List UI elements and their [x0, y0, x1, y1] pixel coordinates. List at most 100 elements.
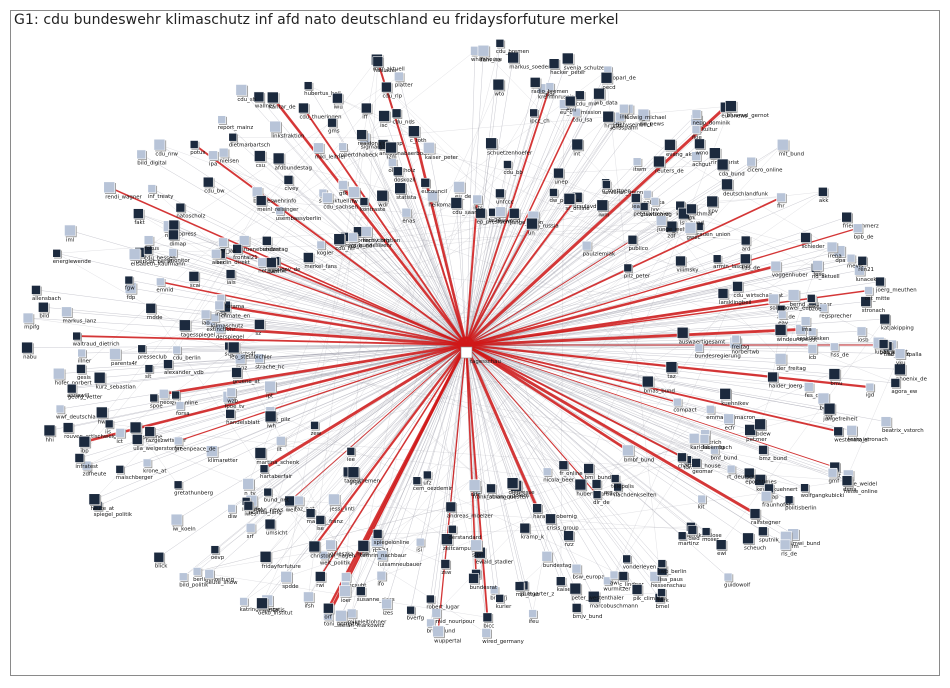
graph-node[interactable]: bild: [38, 301, 50, 320]
graph-node[interactable]: hacker_peter: [548, 58, 586, 77]
graph-node[interactable]: iis: [104, 419, 115, 436]
graph-node[interactable]: geomar: [691, 458, 714, 475]
graph-node[interactable]: alexander_vdb: [163, 359, 205, 377]
graph-node[interactable]: bundesregierung: [694, 343, 741, 360]
graph-node[interactable]: derspiegel: [215, 323, 244, 341]
graph-node[interactable]: fes_de: [803, 382, 823, 399]
graph-node[interactable]: junge_union: [508, 207, 543, 226]
graph-node[interactable]: bpb_de: [852, 223, 874, 241]
graph-node[interactable]: cdu_bw: [202, 176, 225, 195]
graph-node[interactable]: igd: [865, 382, 876, 399]
graph-node[interactable]: mpi_met: [514, 581, 539, 599]
graph-node[interactable]: markus_lanz: [61, 306, 97, 325]
graph-node[interactable]: eu_de: [453, 181, 472, 200]
graph-node[interactable]: gruenebundestag: [238, 235, 288, 254]
graph-node[interactable]: imf: [619, 103, 630, 121]
graph-node[interactable]: linksfraktion: [269, 120, 305, 140]
graph-node[interactable]: kevin_kuehnert: [754, 474, 798, 493]
graph-node[interactable]: iwks: [806, 294, 819, 310]
graph-node[interactable]: fgw: [124, 275, 135, 292]
graph-node[interactable]: compact: [673, 397, 697, 414]
graph-node[interactable]: wb_data: [593, 87, 618, 107]
graph-node[interactable]: oecd: [600, 71, 616, 91]
graph-node[interactable]: agnieszka_mdb: [325, 539, 369, 558]
graph-node[interactable]: civey: [283, 175, 299, 192]
graph-node[interactable]: iiss_org: [591, 479, 613, 496]
graph-node[interactable]: nabu: [21, 341, 37, 361]
graph-node[interactable]: sit: [144, 364, 155, 381]
graph-node[interactable]: hsfk: [657, 588, 670, 605]
graph-node[interactable]: meinl_reisinger: [255, 195, 299, 214]
graph-node[interactable]: kaiser_peter: [423, 142, 459, 161]
graph-node[interactable]: kuehnikev: [719, 388, 750, 407]
graph-node[interactable]: greenpeace_de: [173, 436, 216, 453]
graph-node[interactable]: westenthaler: [833, 426, 871, 444]
graph-node[interactable]: report_mainz: [217, 115, 254, 132]
graph-node[interactable]: bundestag: [541, 551, 572, 569]
graph-node[interactable]: swp_berlin: [657, 559, 687, 576]
graph-node[interactable]: telepolis: [610, 474, 634, 491]
graph-node[interactable]: welt_politik: [319, 550, 351, 567]
graph-node[interactable]: neos: [159, 389, 173, 406]
graph-node[interactable]: akk: [818, 186, 829, 204]
graph-node[interactable]: elisabeth_kaufmann: [128, 248, 185, 267]
graph-node[interactable]: vilimsky: [675, 255, 700, 274]
graph-node[interactable]: sipri: [470, 539, 484, 559]
graph-node[interactable]: ipcc_ch: [529, 108, 550, 125]
graph-node[interactable]: ifw: [348, 186, 361, 206]
graph-node[interactable]: larsklingbeil: [717, 288, 752, 306]
graph-node[interactable]: junge_welt: [655, 215, 686, 234]
graph-node[interactable]: bmjv_bund: [571, 603, 602, 620]
graph-node[interactable]: schuetzenhoefer: [485, 137, 533, 157]
graph-node[interactable]: krone_at: [142, 458, 166, 475]
graph-node[interactable]: bluemel_gernot: [725, 100, 769, 120]
graph-node[interactable]: fhr: [776, 192, 787, 210]
graph-node[interactable]: gruene_at: [231, 367, 260, 386]
graph-node[interactable]: insa: [214, 300, 227, 318]
graph-node[interactable]: ifam_ha: [477, 44, 501, 64]
graph-node[interactable]: achgut: [691, 151, 711, 169]
graph-node[interactable]: ict: [115, 428, 127, 445]
graph-node[interactable]: kurier: [495, 594, 512, 610]
graph-node[interactable]: kantar_de: [266, 91, 296, 111]
graph-node[interactable]: cdu_sachsen: [322, 192, 358, 211]
graph-node[interactable]: scai: [188, 271, 201, 289]
graph-node[interactable]: enas: [401, 207, 416, 225]
graph-node[interactable]: ifeu: [528, 609, 539, 626]
graph-node[interactable]: emi: [564, 95, 577, 114]
graph-node[interactable]: dobernig: [699, 434, 724, 452]
graph-node[interactable]: kern_christian: [361, 226, 401, 244]
graph-node[interactable]: kpv: [706, 195, 719, 215]
graph-node[interactable]: cdu_rlp: [381, 81, 403, 100]
graph-node[interactable]: ren21: [857, 255, 874, 273]
graph-node[interactable]: bmf_bund: [710, 445, 737, 462]
graph-node[interactable]: frontal21: [232, 244, 258, 261]
graph-node[interactable]: iw_koeln: [170, 513, 196, 533]
graph-node[interactable]: cdu_sh: [235, 84, 256, 103]
graph-node[interactable]: spiegelonline: [372, 529, 410, 546]
graph-node[interactable]: evang_ak: [664, 139, 693, 158]
graph-node[interactable]: hubertus_heil: [303, 81, 341, 98]
graph-node[interactable]: hofer_norbert: [52, 367, 92, 387]
graph-node[interactable]: taz: [665, 361, 679, 381]
graph-node[interactable]: heute_show: [204, 569, 238, 586]
graph-node[interactable]: vonderleyen: [622, 554, 657, 571]
graph-node[interactable]: dena: [841, 475, 857, 494]
graph-node[interactable]: dwd: [687, 525, 700, 542]
graph-node[interactable]: ipk: [686, 203, 698, 222]
graph-node[interactable]: iea: [630, 193, 642, 210]
graph-node[interactable]: ikts: [472, 194, 483, 212]
graph-node[interactable]: iof: [823, 402, 837, 422]
graph-node[interactable]: rt_deutsch: [726, 464, 756, 481]
graph-node[interactable]: int: [571, 138, 585, 158]
graph-node[interactable]: awi: [609, 570, 619, 587]
graph-node[interactable]: gesis: [76, 364, 92, 381]
graph-node[interactable]: dimap: [168, 229, 187, 248]
graph-node[interactable]: dw_news: [637, 108, 664, 128]
graph-node[interactable]: bild_digital: [136, 149, 167, 167]
graph-node[interactable]: umsicht: [264, 518, 287, 537]
graph-node[interactable]: cdu_thueringen: [298, 102, 342, 121]
graph-node[interactable]: cdu_hessen: [143, 245, 176, 262]
graph-node[interactable]: csu: [254, 150, 267, 170]
graph-node[interactable]: zeitcampus: [441, 533, 474, 553]
